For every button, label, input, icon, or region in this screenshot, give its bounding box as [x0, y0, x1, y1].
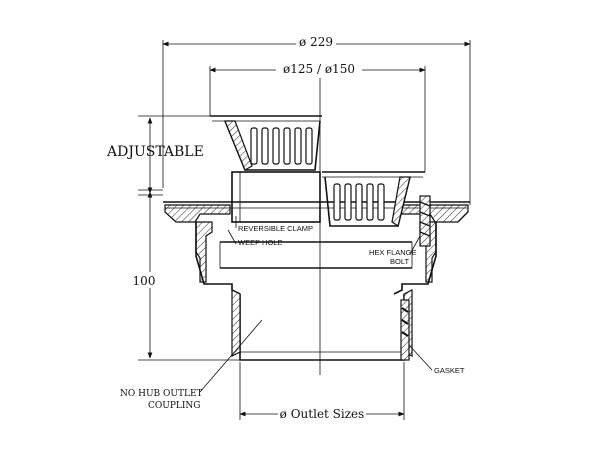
body-flange-right: [399, 204, 469, 223]
callout-weep-hole: WEEP HOLE: [227, 229, 282, 247]
hex-flange-bolt: [419, 195, 431, 247]
weep-hole-label: WEEP HOLE: [238, 238, 282, 247]
strainer-lowered: [322, 171, 425, 227]
dimension-outlet: ø Outlet Sizes: [239, 362, 405, 421]
hex-flange-bolt-label-2: BOLT: [390, 257, 409, 266]
dimension-overall-width: ø 229: [162, 34, 471, 205]
callout-gasket: GASKET: [408, 344, 465, 375]
callout-coupling: NO HUB OUTLET COUPLING: [120, 319, 263, 411]
strainer-raised: [210, 115, 322, 223]
height-label: 100: [133, 274, 156, 288]
dimension-strainer-diameter: ø125 / ø150: [209, 61, 426, 172]
hex-flange-bolt-label-1: HEX FLANGE: [369, 248, 417, 257]
coupling-label-1: NO HUB OUTLET: [120, 389, 203, 399]
callout-reversible-clamp: REVERSIBLE CLAMP: [235, 216, 313, 233]
strainer-diameter-label: ø125 / ø150: [283, 62, 355, 76]
gasket-ring: [400, 299, 410, 361]
drain-body: [163, 195, 470, 361]
callout-hex-flange-bolt: HEX FLANGE BOLT: [369, 235, 421, 266]
overall-width-label: ø 229: [299, 35, 333, 49]
reversible-clamp-label: REVERSIBLE CLAMP: [238, 224, 313, 233]
adjustable-label: ADJUSTABLE: [106, 144, 204, 160]
bowl-wall-left: [195, 221, 213, 283]
dimension-adjustable: ADJUSTABLE: [106, 115, 210, 196]
outlet-size-label: ø Outlet Sizes: [280, 407, 365, 421]
outlet-pipe: [239, 294, 405, 361]
coupling-label-2: COUPLING: [148, 401, 201, 411]
gasket-label: GASKET: [434, 366, 465, 375]
dimension-height: 100: [130, 189, 240, 361]
body-flange-left: [164, 204, 231, 223]
